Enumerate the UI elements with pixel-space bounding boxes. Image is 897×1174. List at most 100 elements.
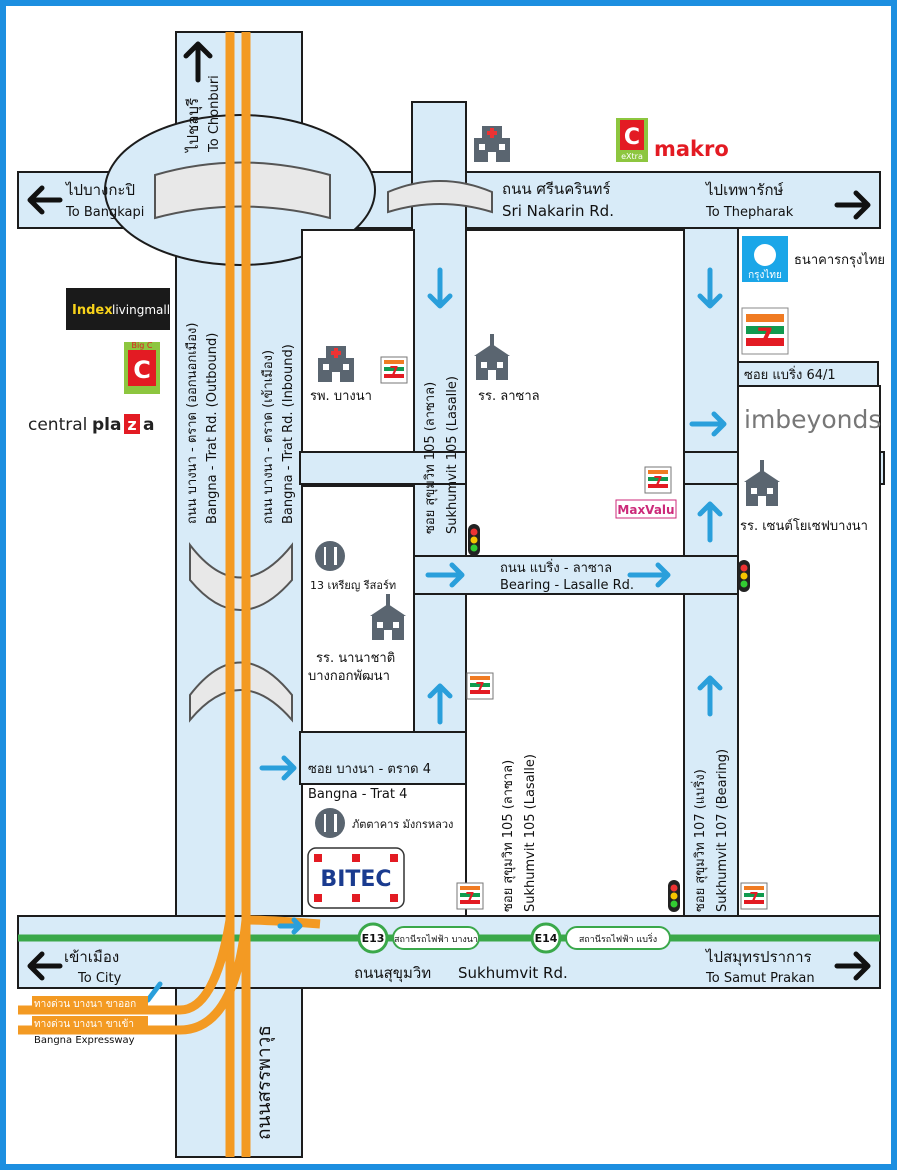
plaza-z-text: z [127, 415, 136, 434]
block-nanachat [301, 485, 415, 733]
block-stjoseph [737, 385, 881, 917]
traffic-arrow-icon [697, 267, 723, 309]
traffic-arrow-icon [277, 917, 303, 935]
srinakarin-en-label: Sri Nakarin Rd. [502, 202, 614, 220]
city-en-label: To City [77, 971, 122, 986]
ktb-logo-text: กรุงไทย [748, 269, 782, 281]
overpass-east [387, 180, 493, 214]
mangkorn-label: ภัตตาคาร มังกรหลวง [352, 818, 453, 831]
traffic-arrow-icon [145, 981, 163, 1003]
station-code: E13 [362, 932, 385, 945]
road-soi-bearing-64 [737, 361, 879, 387]
bigc-small-text: Big C [132, 341, 153, 350]
bearing-en-label: Sukhumvit 107 (Bearing) [715, 749, 730, 912]
traffic-arrow-icon [627, 562, 671, 588]
svg-text:C: C [133, 356, 151, 384]
samutprakan-th-label: ไปสมุทรปราการ [705, 948, 812, 967]
samutprakan-en-label: To Samut Prakan [705, 971, 815, 986]
bitec-text: BITEC [320, 867, 391, 892]
traffic-arrow-icon [425, 562, 465, 588]
city-th-label: เข้าเมือง [64, 948, 119, 966]
traffic-arrow-icon [427, 683, 453, 725]
uturn-lower [189, 661, 293, 723]
nanachat-label-1: รร. นานาชาติ [316, 651, 395, 666]
seven-eleven-logo: 7 [741, 307, 789, 355]
chonburi-th-label: ไปชลบุรี [184, 98, 203, 153]
ktb-logo: กรุงไทย [742, 236, 788, 282]
bangna-expressway [18, 32, 321, 1157]
bangna-outbound-en-label: Bangna - Trat Rd. (Outbound) [205, 333, 220, 524]
nanachat-label-2: บางกอกพัฒนา [308, 669, 390, 684]
maxvalu-logo: MaxValu [615, 499, 677, 519]
expressway-in-label: ทางด่วน บางนา ขาเข้า [34, 1018, 134, 1030]
hospital-icon [474, 126, 510, 162]
maxvalu-text: MaxValu [617, 503, 674, 517]
arrow-up-icon [183, 41, 213, 83]
traffic-arrow-icon [697, 501, 723, 543]
soi-bangna-4-en-label: Bangna - Trat 4 [308, 787, 407, 802]
bangkapi-th-label: ไปบางกะปิ [65, 181, 135, 199]
bigc-extra-text: eXtra [621, 152, 643, 161]
seven-eleven-icon [466, 672, 494, 700]
bigc-extra-logo: C eXtra [616, 118, 648, 162]
bts-station-e13: E13 สถานีรถไฟฟ้า บางนา [357, 922, 480, 954]
traffic-light-icon [738, 560, 750, 592]
soi-bearing-64-label: ซอย แบริ่ง 64/1 [744, 366, 836, 383]
lasalle-south-en-label: Sukhumvit 105 (Lasalle) [523, 754, 538, 912]
station-name: สถานีรถไฟฟ้า บางนา [394, 934, 478, 945]
sukhumvit-th-label: ถนนสุขุมวิท [354, 964, 431, 983]
lasalle-en-label: Sukhumvit 105 (Lasalle) [445, 376, 460, 534]
lasalle-south-th-label: ซอย สุขุมวิท 105 (ลาซาล) [501, 760, 516, 912]
traffic-arrow-icon [427, 267, 453, 309]
expressway-en-label: Bangna Expressway [34, 1035, 135, 1046]
uturn-upper [189, 542, 293, 611]
bangna-inbound-en-label: Bangna - Trat Rd. (Inbound) [281, 344, 296, 524]
lasalle-school-label: รร. ลาซาล [478, 389, 540, 404]
plaza-a-text: a [143, 415, 154, 435]
bearing-th-label: ซอย สุขุมวิท 107 (แบริ่ง) [691, 769, 708, 912]
index-text: Index [72, 303, 113, 318]
seven-eleven-icon [644, 466, 672, 494]
imbeyonds-logo: imbeyonds [744, 405, 881, 434]
seven-eleven-icon [380, 356, 408, 384]
arrow-right-icon [834, 190, 871, 220]
svg-text:C: C [624, 125, 640, 150]
centralplaza-logo: central pla z a [28, 414, 154, 435]
station-code: E14 [535, 932, 558, 945]
restaurant-icon [315, 808, 345, 838]
stjoseph-label: รร. เซนต์โยเซฟบางนา [740, 518, 868, 534]
plaza-text: pla [92, 415, 121, 435]
block-lasalle-south [465, 593, 685, 917]
sanphawut-label: ถนนสรรพาวุธ [253, 1025, 276, 1140]
block-hospital [301, 229, 415, 453]
lasalle-th-label: ซอย สุขุมวิท 105 (ลาซาล) [423, 382, 438, 534]
bigc-logo: C Big C [124, 341, 160, 394]
arrow-left-icon [27, 185, 63, 215]
bearing-lasalle-th-label: ถนน แบริ่ง - ลาซาล [500, 559, 612, 576]
soi-bangna-4-th-label: ซอย บางนา - ตราด 4 [308, 762, 431, 777]
seven-eleven-icon [740, 882, 768, 910]
bts-station-e14: E14 สถานีรถไฟฟ้า แบริ่ง [530, 922, 671, 954]
chonburi-en-label: To Chonburi [207, 75, 222, 153]
traffic-arrow-icon [259, 755, 297, 781]
station-name: สถานีรถไฟฟ้า แบริ่ง [579, 932, 657, 945]
hospital-bangna-label: รพ. บางนา [310, 389, 372, 404]
svg-text:7: 7 [757, 323, 774, 351]
makro-logo: makro [654, 137, 729, 161]
traffic-light-icon [668, 880, 680, 912]
expressway-out-label: ทางด่วน บางนา ขาออก [34, 999, 136, 1010]
bangkapi-en-label: To Bangkapi [65, 205, 144, 220]
traffic-arrow-icon [689, 411, 727, 437]
arrow-left-icon [27, 951, 63, 981]
bearing-lasalle-en-label: Bearing - Lasalle Rd. [500, 578, 634, 593]
expressway-out-badge [32, 996, 148, 1010]
traffic-light-icon [468, 524, 480, 556]
thepharak-en-label: To Thepharak [705, 205, 794, 220]
traffic-arrow-icon [697, 675, 723, 717]
bangna-outbound-th-label: ถนน บางนา - ตราด (ออกนอกเมือง) [184, 323, 200, 524]
seven-eleven-icon [456, 882, 484, 910]
arrow-right-icon [834, 951, 871, 981]
